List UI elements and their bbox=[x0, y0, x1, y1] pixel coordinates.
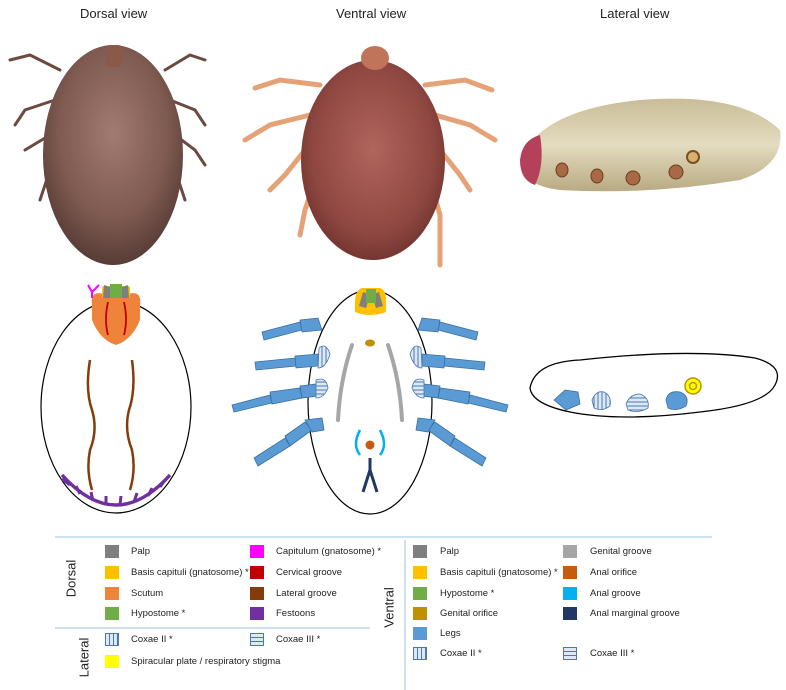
swatch-anal-groove bbox=[563, 587, 577, 600]
legend-lateral-coxae-ii: Coxae II * bbox=[131, 634, 173, 645]
swatch-coxae-ii-ventral bbox=[413, 647, 427, 660]
legend-ventral-genital-groove: Genital groove bbox=[590, 546, 652, 557]
legend-dorsal-title: Dorsal bbox=[63, 560, 78, 598]
dorsal-photo bbox=[10, 45, 205, 265]
legend-ventral-genital-orifice: Genital orifice bbox=[440, 608, 498, 619]
swatch-festoons bbox=[250, 607, 264, 620]
swatch-coxae-iii-ventral bbox=[563, 647, 577, 660]
swatch-palp bbox=[105, 545, 119, 558]
swatch-genital-orifice bbox=[413, 607, 427, 620]
legend-ventral-coxae-ii: Coxae II * bbox=[440, 648, 482, 659]
swatch-hypostome bbox=[105, 607, 119, 620]
legend-lateral-title: Lateral bbox=[76, 638, 91, 678]
swatch-scutum bbox=[105, 587, 119, 600]
legend-ventral-hypostome: Hypostome * bbox=[440, 588, 494, 599]
swatch-coxae-ii-lateral bbox=[105, 633, 119, 646]
swatch-anal-orifice bbox=[563, 566, 577, 579]
legend-lateral-spiracular-plate: Spiracular plate / respiratory stigma bbox=[131, 656, 280, 667]
swatch-legs bbox=[413, 627, 427, 640]
swatch-anal-marginal-groove bbox=[563, 607, 577, 620]
swatch-cervical-groove bbox=[250, 566, 264, 579]
swatch-ventral-basis-capituli bbox=[413, 566, 427, 579]
legend-ventral-basis-capituli: Basis capituli (gnatosome) * bbox=[440, 567, 558, 578]
swatch-ventral-hypostome bbox=[413, 587, 427, 600]
swatch-ventral-palp bbox=[413, 545, 427, 558]
dorsal-diagram bbox=[41, 284, 191, 513]
lateral-diagram bbox=[530, 353, 778, 417]
legend-dorsal-festoons: Festoons bbox=[276, 608, 315, 619]
legend-ventral-title: Ventral bbox=[382, 587, 397, 627]
legend-dorsal-capitulum: Capitulum (gnatosome) * bbox=[276, 546, 381, 557]
legend-dorsal-palp: Palp bbox=[131, 546, 150, 557]
lateral-photo bbox=[520, 99, 781, 192]
swatch-genital-groove bbox=[563, 545, 577, 558]
legend-ventral-coxae-iii: Coxae III * bbox=[590, 648, 634, 659]
swatch-capitulum bbox=[250, 545, 264, 558]
legend-dorsal-hypostome: Hypostome * bbox=[131, 608, 185, 619]
legend-dorsal-scutum: Scutum bbox=[131, 588, 163, 599]
swatch-lateral-groove bbox=[250, 587, 264, 600]
legend-dorsal-cervical-groove: Cervical groove bbox=[276, 567, 342, 578]
legend-dorsal-lateral-groove: Lateral groove bbox=[276, 588, 337, 599]
legend-lateral-coxae-iii: Coxae III * bbox=[276, 634, 320, 645]
legend-ventral-anal-groove: Anal groove bbox=[590, 588, 641, 599]
legend-ventral-legs: Legs bbox=[440, 628, 461, 639]
legend-dorsal-basis-capituli: Basis capituli (gnatosome) * bbox=[131, 567, 249, 578]
swatch-basis-capituli bbox=[105, 566, 119, 579]
ventral-photo bbox=[245, 46, 495, 265]
ventral-diagram bbox=[232, 288, 508, 514]
swatch-coxae-iii-lateral bbox=[250, 633, 264, 646]
legend-ventral-anal-marginal-groove: Anal marginal groove bbox=[590, 608, 680, 619]
legend-ventral-anal-orifice: Anal orifice bbox=[590, 567, 637, 578]
swatch-spiracular-plate bbox=[105, 655, 119, 668]
legend-ventral-palp: Palp bbox=[440, 546, 459, 557]
